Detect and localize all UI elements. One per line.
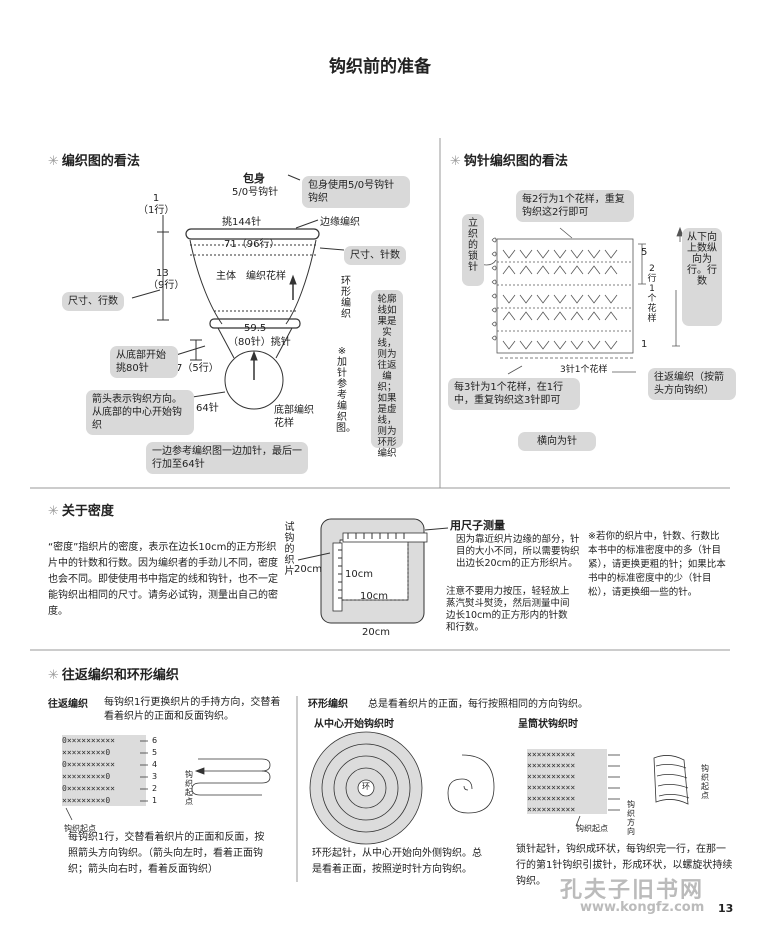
section-header-crochet-chart: ✳钩针编织图的看法 (450, 154, 568, 169)
round-knitting-desc: 总是看着织片的正面，每行按照相同的方向钩织。 (368, 699, 588, 710)
bag-needle-note: 包身使用5/0号钩针钩织 (302, 176, 410, 208)
round-knitting-label: 环形编织 (308, 699, 348, 710)
gauge-swatch (297, 518, 449, 624)
row-number: 3 (152, 772, 158, 781)
flat-chart (62, 735, 271, 821)
flat-start-label: 钩织起点 (64, 824, 96, 833)
return-knitting-note: 往返编织（按箭头方向钩织） (648, 368, 736, 400)
bag-label: 包身 (243, 172, 265, 185)
tube-direction-label: 钩织方向 (627, 800, 635, 836)
tube-start-label: 钩织起点 (576, 824, 608, 833)
row-number-5: 5 (641, 247, 648, 258)
size-row-note: 尺寸、行数 (62, 292, 124, 311)
tube-note: 锁针起针，钩织成环状，每钩织完一行，在那一行的第1针钩织引拔针，形成环状，以螺旋… (516, 844, 733, 887)
dim-20cm-left: 20cm (294, 564, 322, 575)
watermark-text: 孔夫子旧书网 (560, 878, 705, 903)
outline-note: 轮廓线如果是实线，则为往返编织；如果是虚线，则为环形编织 (371, 290, 403, 459)
two-row-pattern: 2行1个花样 (647, 264, 657, 324)
tube-title: 呈筒状钩织时 (518, 719, 578, 730)
section-header-gauge: ✳关于密度 (48, 504, 114, 519)
dim-10cm-horizontal: 10cm (360, 591, 388, 602)
row-number: 2 (152, 784, 158, 793)
main-pattern-label: 主体 编织花样 (216, 271, 286, 282)
bottom-start-note: 从底部开始挑80针 (110, 346, 178, 378)
increase-ref-note: ※加针参考编织图。 (336, 346, 356, 434)
edge-label: 边缘编织 (320, 217, 360, 228)
tube-start-label-2: 钩织起点 (701, 764, 709, 800)
press-note: 注意不要用力按压，轻轻放上蒸汽熨斗熨烫，然后测量中间边长10cm的正方形内的针数… (446, 586, 570, 633)
watermark-url: www.kongfz.com (580, 900, 705, 915)
size-stitch-note: 尺寸、针数 (344, 246, 406, 265)
asterisk-icon: ✳ (450, 154, 461, 169)
flat-knitting-note: 每钩织1行，交替看着织片的正面和反面，按照箭头方向钩织。（箭头向左时，看着正面钩… (68, 832, 265, 875)
pick-up-stitches: 挑144针 (222, 217, 262, 228)
dim-10cm-vertical: 10cm (345, 569, 373, 580)
center-ring-mark: 环 (362, 782, 370, 791)
stitches-80: （80针）挑针 (228, 337, 291, 348)
round-chart (309, 731, 495, 845)
row-number-1: 1 (641, 339, 648, 350)
turning-chain-label: 立织的锁针 (462, 214, 484, 286)
dim-one: 1 (152, 193, 160, 204)
repeat-2-rows-note: 每2行为1个花样，重复钩织这2行即可 (516, 190, 634, 222)
asterisk-icon: ✳ (48, 154, 59, 169)
ring-label: 环形编织 (341, 276, 351, 320)
row-number: 6 (152, 736, 158, 745)
asterisk-icon: ✳ (48, 668, 59, 683)
tube-chart (527, 749, 690, 827)
swatch-label: 试钩的织片 (284, 522, 295, 577)
horizontal-stitches-note: 横向为针 (518, 432, 596, 451)
flat-knitting-label: 往返编织 (48, 699, 88, 710)
crochet-chart (469, 226, 684, 375)
height-13: 13 (156, 268, 169, 279)
gauge-description: “密度”指织片的密度，表示在边长10cm的正方形织片中的针数和行数。因为编织者的… (48, 542, 278, 617)
three-stitch-pattern: 3针1个花样 (560, 365, 608, 375)
needle-size: 5/0号钩针 (232, 187, 279, 198)
center-start-title: 从中心开始钩织时 (314, 719, 394, 730)
tube-stitch-grid: ××××××××××××××××××××××××××××××××××××××××… (527, 750, 576, 814)
dim-one-row: （1行） (138, 205, 175, 216)
center-start-note: 环形起针，从中心开始向外侧钩织。总是看着正面，按照逆时针方向钩织。 (312, 848, 482, 875)
rows-direction-note: 从下向上数纵向为行。行数 (682, 228, 722, 326)
row-number: 5 (152, 748, 158, 757)
section-header-chart-reading: ✳编织图的看法 (48, 154, 140, 169)
section-header-flat-round: ✳往返编织和环形编织 (48, 668, 179, 683)
row-number: 1 (152, 796, 158, 805)
page-title: 钩织前的准备 (329, 57, 431, 77)
rows-5: 7（5行） (176, 363, 219, 374)
flat-row-numbers: 6 5 4 3 2 1 (152, 735, 164, 807)
width-71: 71（96行） (224, 239, 280, 250)
ruler-note: 因为靠近织片边缘的部分，针目的大小不同，所以需要钩织出边长20cm的正方形织片。 (456, 534, 580, 569)
stitches-64: 64针 (196, 403, 219, 414)
arrow-direction-note: 箭头表示钩织方向。从底部的中心开始钩织 (86, 390, 194, 435)
repeat-3-stitches-note: 每3针为1个花样，在1行中，重复钩织这3针即可 (448, 378, 580, 410)
asterisk-icon: ✳ (48, 504, 59, 519)
dim-20cm-bottom: 20cm (362, 627, 390, 638)
row-number: 4 (152, 760, 158, 769)
needle-change-note: ※若你的织片中，针数、行数比本书中的标准密度中的多（针目紧），请更换更粗的针；如… (588, 531, 726, 598)
flat-direction-label: 钩织起点 (185, 770, 193, 806)
rows-9: （9行） (148, 280, 185, 291)
page-number: 13 (718, 902, 734, 915)
bottom-pattern-label: 底部编织花样 (274, 405, 314, 429)
increase-note: 一边参考编织图一边加针，最后一行加至64针 (146, 442, 308, 474)
flat-knitting-desc: 每钩织1行更换织片的手持方向，交替着看着织片的正面和反面钩织。 (104, 697, 281, 722)
ruler-label: 用尺子测量 (450, 519, 505, 532)
width-59-5: 59.5 (244, 323, 267, 334)
